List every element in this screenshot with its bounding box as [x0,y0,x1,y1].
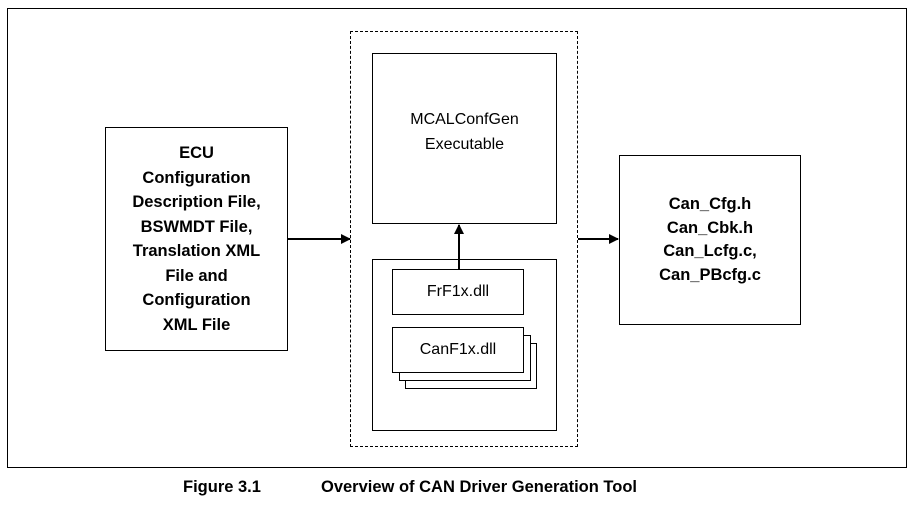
input-line-1: ECU [179,144,214,162]
can-dll-label: CanF1x.dll [419,341,497,358]
output-line-2: Can_Cbk.h [666,218,754,237]
frf-dll-box: FrF1x.dll [392,269,524,315]
figure-frame [7,8,907,468]
output-line-4: Can_PBcfg.c [659,265,761,284]
input-line-7: Configuration [142,291,251,309]
frf-dll-label: FrF1x.dll [426,283,490,300]
output-files-box: Can_Cfg.h Can_Cbk.h Can_Lcfg.c, Can_PBcf… [619,155,801,325]
input-line-8: XML File [162,315,231,334]
generator-executable-box: MCALConfGen Executable [372,53,557,224]
generator-line-1: MCALConfGen [410,111,519,128]
input-line-3: Description File, [132,193,261,211]
input-line-2: Configuration [142,168,251,187]
output-line-3: Can_Lcfg.c, [663,242,757,260]
figure-title: Overview of CAN Driver Generation Tool [321,478,638,496]
can-dll-box: CanF1x.dll [392,327,524,373]
figure-number: Figure 3.1 [183,478,261,496]
input-line-5: Translation XML [132,242,261,260]
input-line-4: BSWMDT File, [140,217,253,236]
input-files-box: ECU Configuration Description File, BSWM… [105,127,288,351]
input-line-6: File and [165,266,228,285]
figure-caption: Figure 3.1 Overview of CAN Driver Genera… [0,478,916,502]
generator-line-2: Executable [424,136,505,153]
output-line-1: Can_Cfg.h [668,195,752,213]
